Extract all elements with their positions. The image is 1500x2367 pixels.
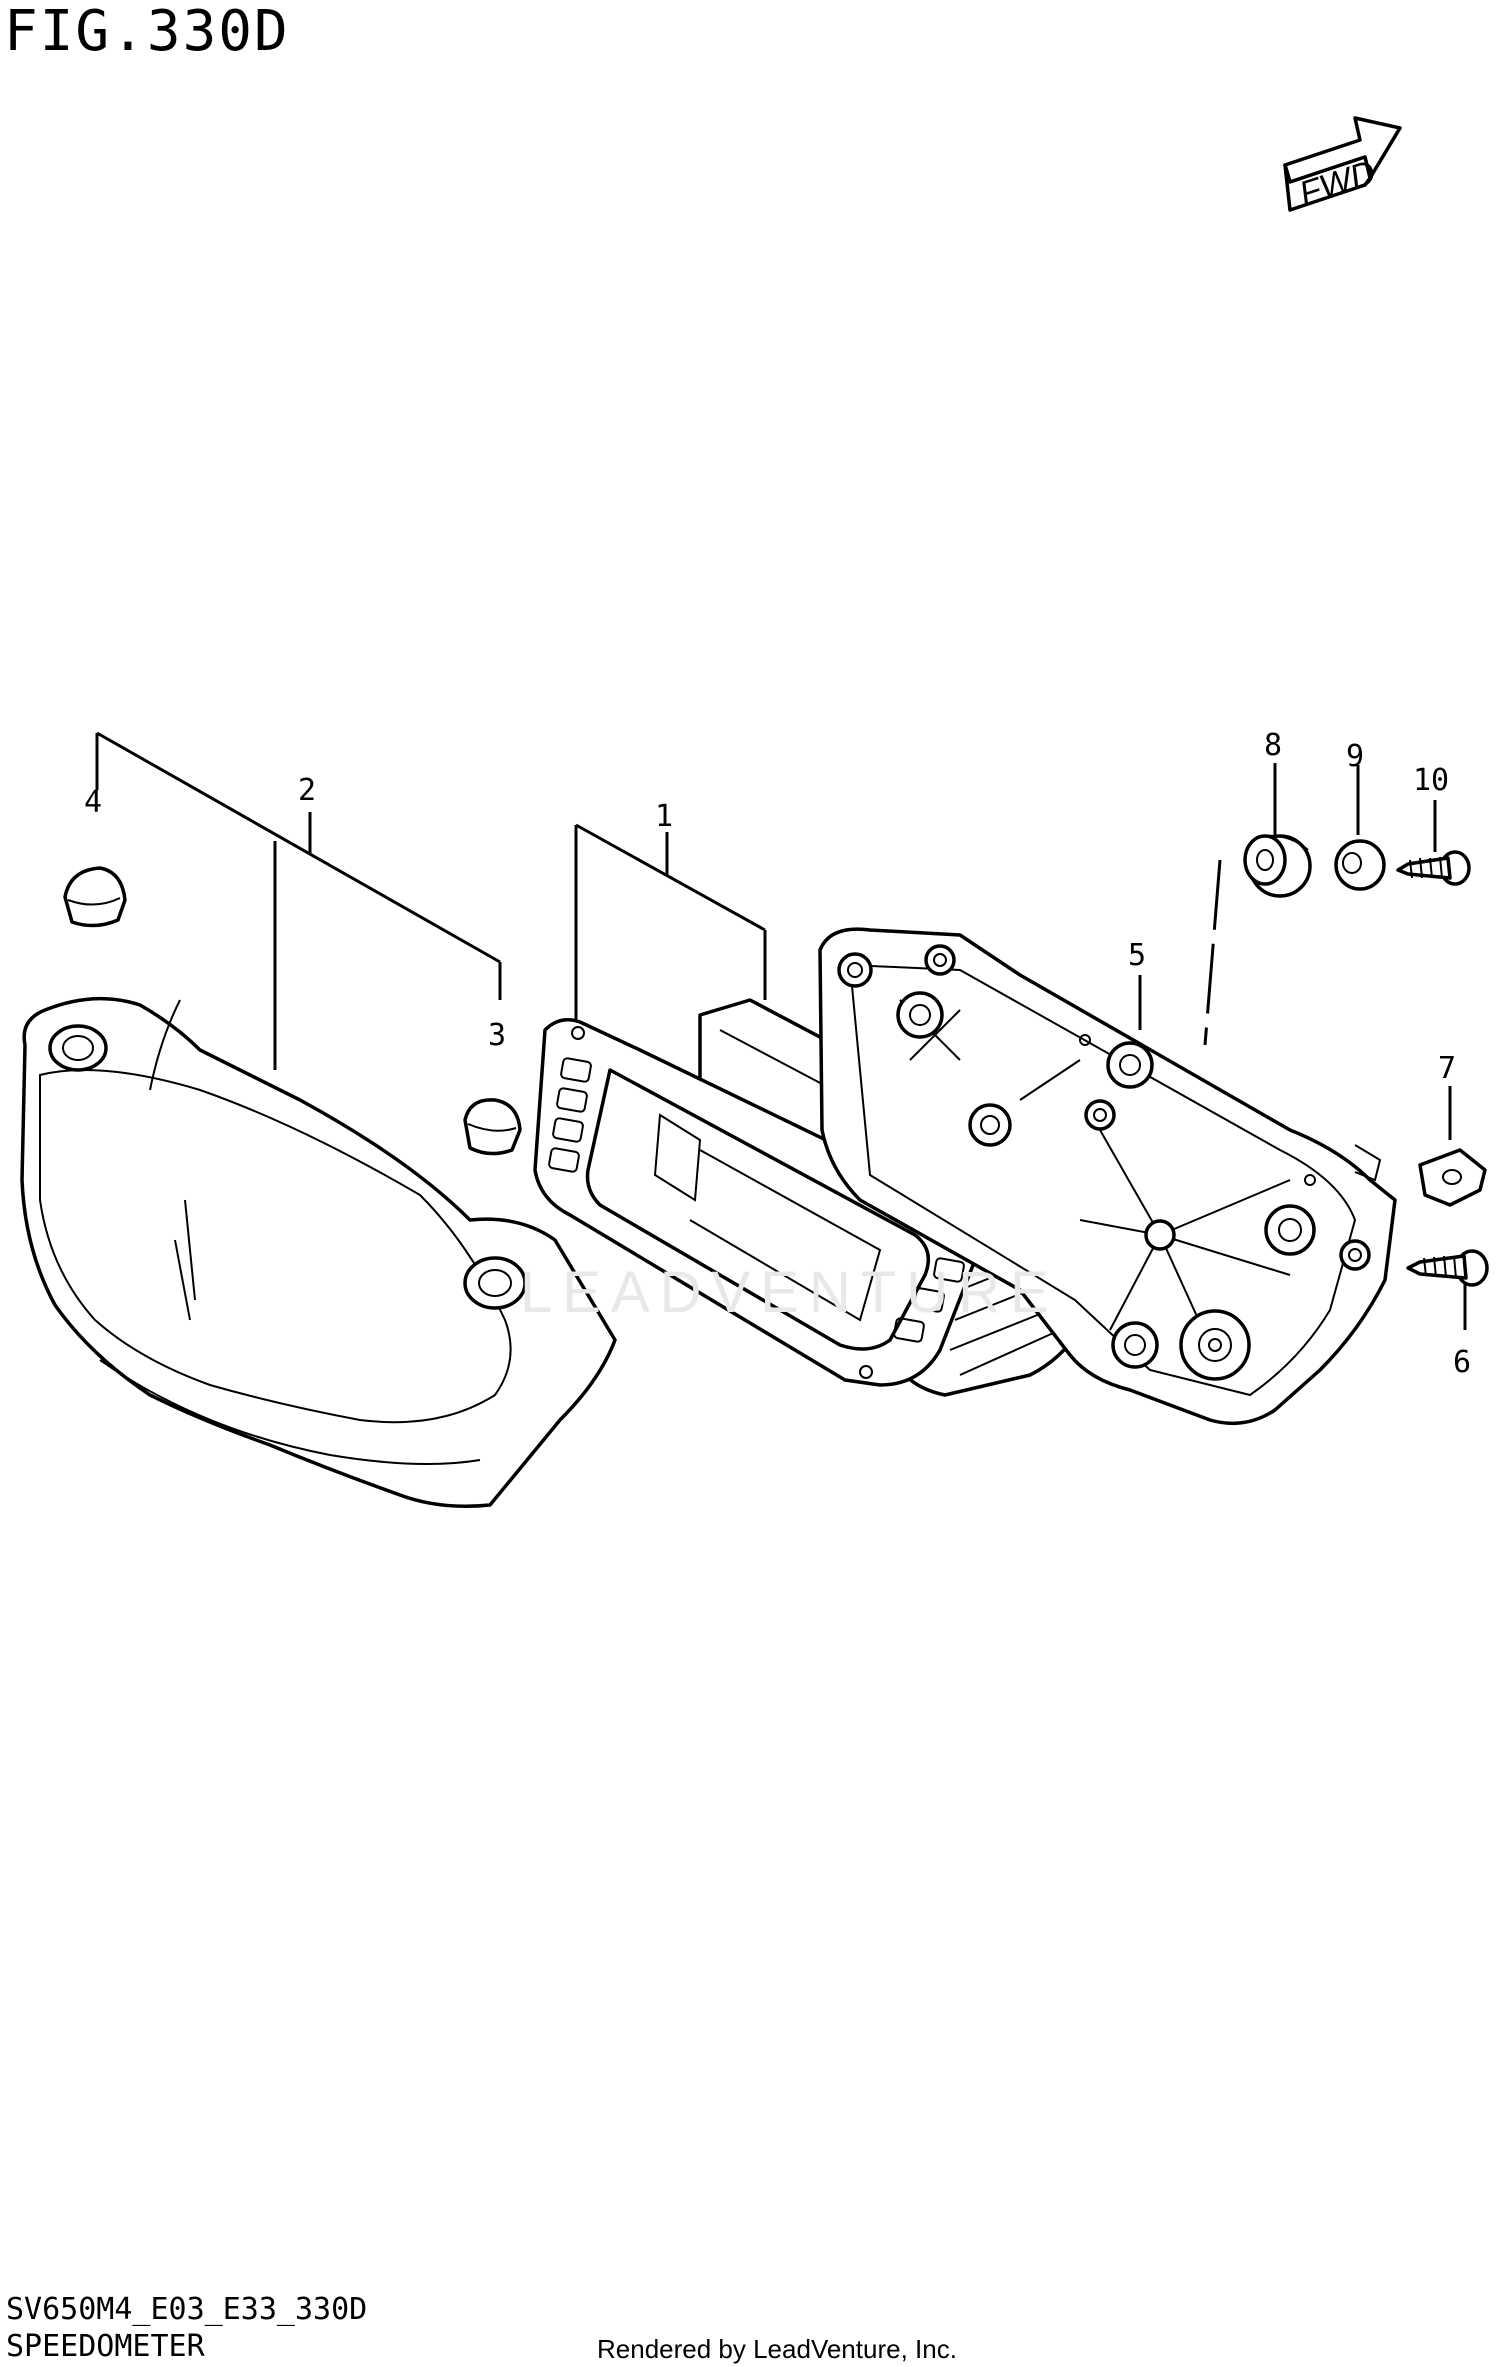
part-10-screw bbox=[1396, 850, 1471, 886]
callout-7: 7 bbox=[1438, 1051, 1456, 1086]
part-9-collar bbox=[1334, 839, 1386, 891]
rendered-by: Rendered by LeadVenture, Inc. bbox=[597, 2334, 957, 2364]
callout-2: 2 bbox=[298, 773, 316, 808]
part-8-grommet bbox=[1243, 834, 1312, 898]
model-code: SV650M4_E03_E33_330D bbox=[6, 2292, 368, 2327]
leader-lines bbox=[95, 731, 1467, 1330]
part-4-cap bbox=[63, 866, 127, 928]
part-2-meter-cover bbox=[20, 996, 617, 1508]
part-5-meter-case bbox=[818, 927, 1397, 1426]
part-3-cap bbox=[463, 1098, 522, 1156]
part-6-screw bbox=[1406, 1249, 1489, 1287]
callout-9: 9 bbox=[1346, 739, 1364, 774]
callout-8: 8 bbox=[1264, 728, 1282, 763]
callout-1: 1 bbox=[655, 799, 673, 834]
callout-4: 4 bbox=[84, 785, 102, 820]
callout-6: 6 bbox=[1453, 1345, 1471, 1380]
figure-name: SPEEDOMETER bbox=[6, 2329, 205, 2364]
fwd-arrow-icon: FWD bbox=[1283, 116, 1402, 213]
callout-5: 5 bbox=[1128, 938, 1146, 973]
callout-10: 10 bbox=[1413, 763, 1449, 798]
figure-title: FIG.330D bbox=[4, 0, 290, 64]
part-7-clip-nut bbox=[1418, 1148, 1487, 1207]
watermark: LEADVENTURE bbox=[520, 1260, 1059, 1325]
callout-3: 3 bbox=[488, 1018, 506, 1053]
